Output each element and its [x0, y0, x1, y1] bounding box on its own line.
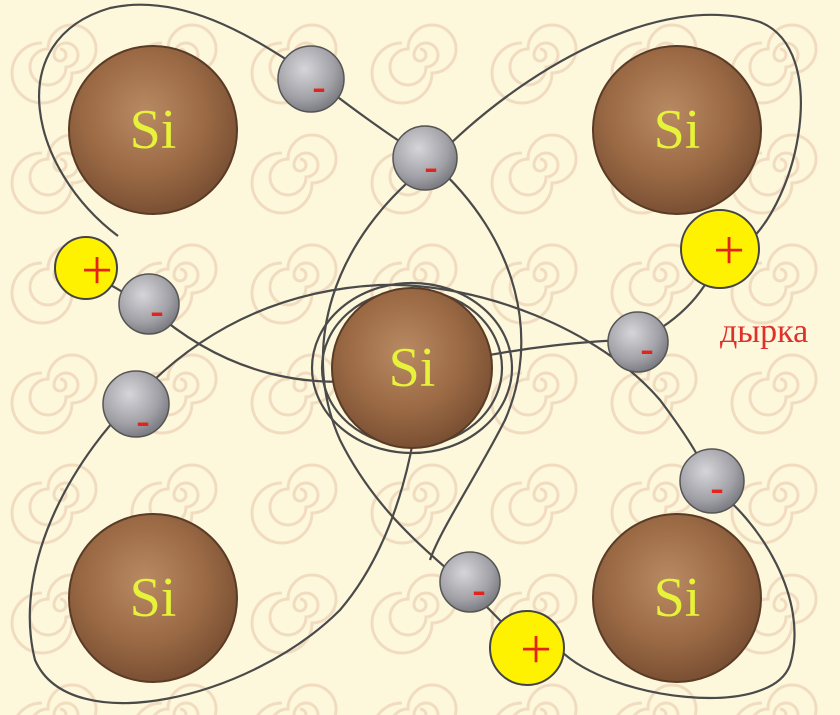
- atom-center: Si: [332, 288, 492, 448]
- hole-bottom: +: [490, 611, 564, 685]
- hole-label: дырка: [720, 313, 808, 350]
- atom-label: Si: [130, 567, 177, 629]
- atom-label: Si: [389, 337, 436, 399]
- atom-bottom-left: Si: [69, 514, 237, 682]
- atom-bottom-right: Si: [593, 514, 761, 682]
- atom-top-left: Si: [69, 46, 237, 214]
- electron-2: -: [393, 126, 457, 190]
- electron-sign: -: [150, 288, 163, 333]
- hole-sign: +: [81, 240, 113, 302]
- electron-sign: -: [640, 326, 653, 371]
- electron-1: -: [278, 46, 344, 112]
- hole-sign: +: [713, 220, 745, 282]
- electron-sign: -: [136, 398, 149, 443]
- electron-sign: -: [424, 144, 437, 189]
- hole-sign: +: [520, 619, 552, 681]
- electron-sign: -: [312, 64, 325, 109]
- hole-right: +: [681, 210, 759, 288]
- atom-label: Si: [654, 567, 701, 629]
- electron-3: -: [119, 274, 179, 334]
- atom-label: Si: [654, 99, 701, 161]
- electron-6: -: [680, 449, 744, 513]
- electron-4: -: [608, 312, 668, 372]
- electron-sign: -: [710, 465, 723, 510]
- atom-top-right: Si: [593, 46, 761, 214]
- atom-label: Si: [130, 99, 177, 161]
- electron-7: -: [440, 552, 500, 612]
- electron-sign: -: [472, 567, 485, 612]
